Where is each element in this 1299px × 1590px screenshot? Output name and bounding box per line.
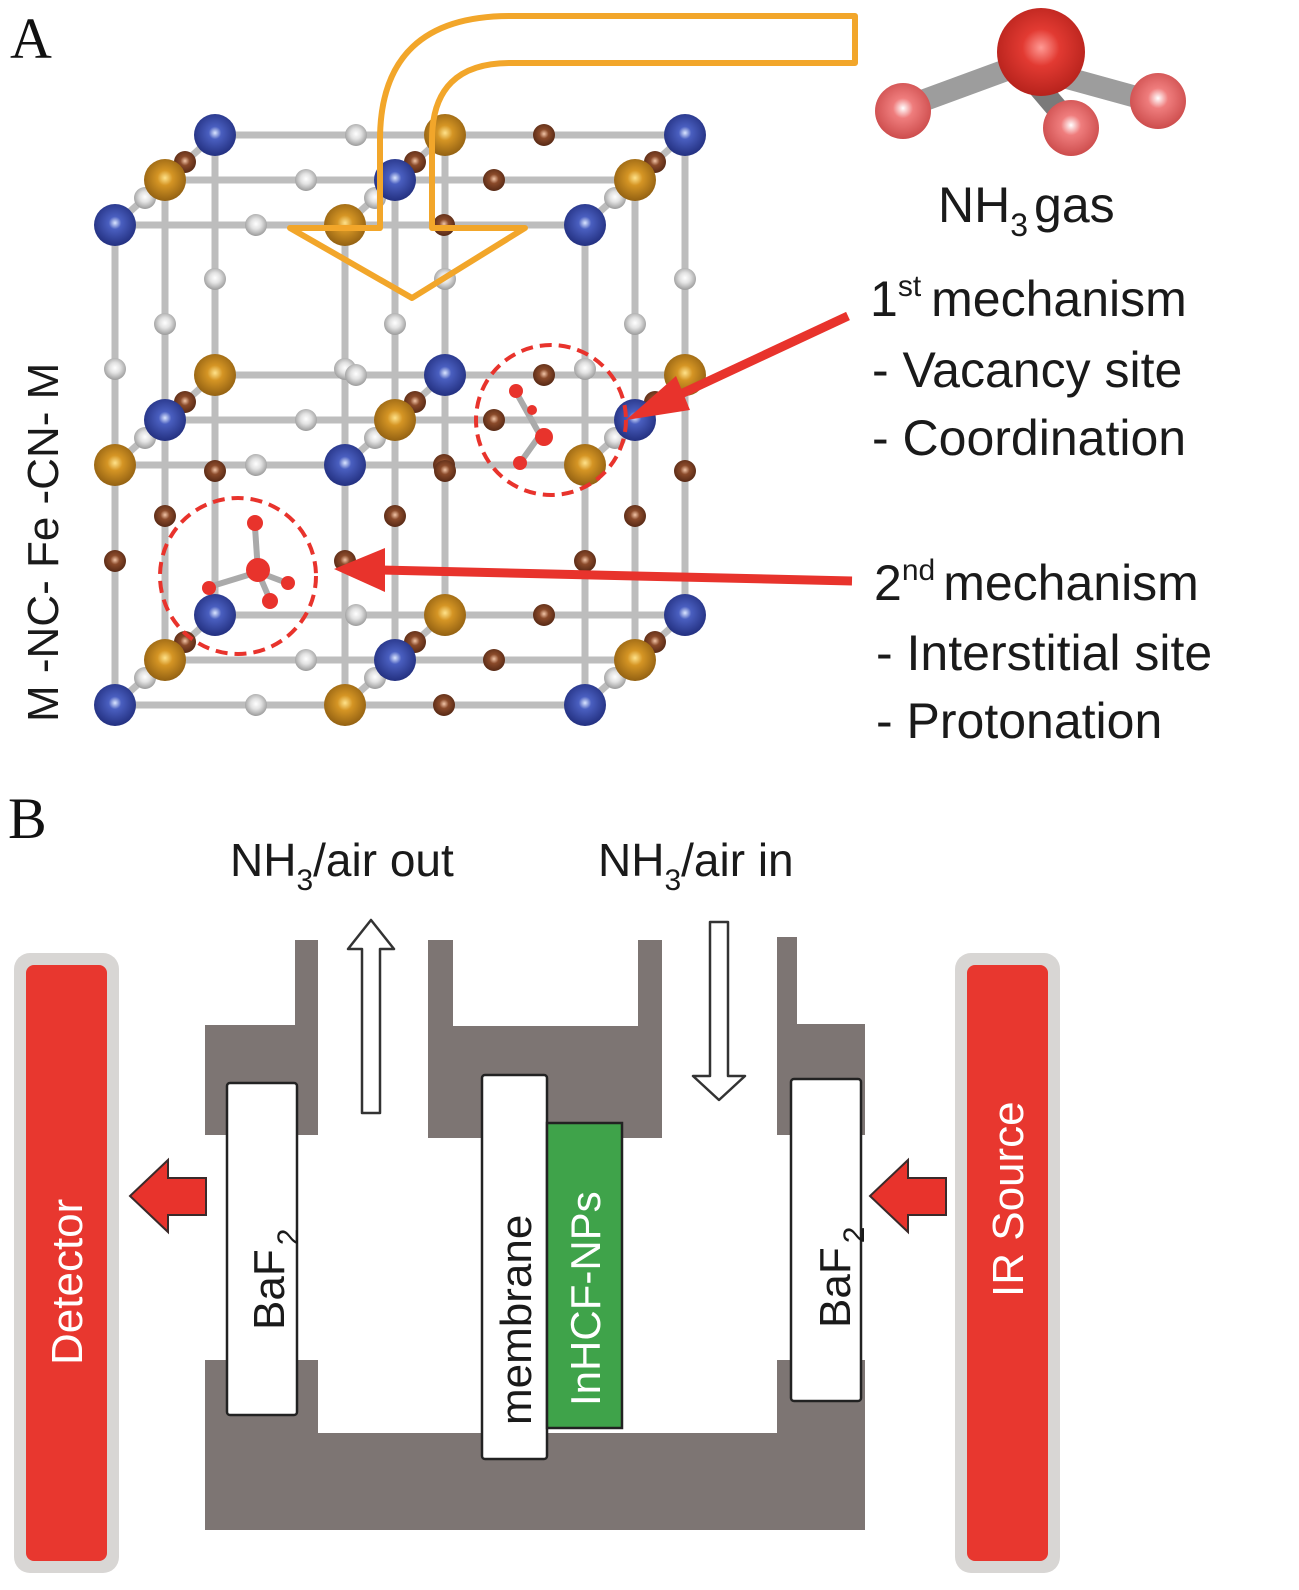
iron-atom bbox=[144, 639, 186, 681]
iron-atom bbox=[614, 639, 656, 681]
metal-m-atom bbox=[664, 594, 706, 636]
iron-atom bbox=[374, 399, 416, 441]
second-mechanism-line-2: - Protonation bbox=[876, 693, 1162, 749]
gas-flow-arrow bbox=[287, 13, 858, 301]
metal-m-atom bbox=[194, 114, 236, 156]
iron-atom bbox=[564, 444, 606, 486]
nanoparticle-label: InHCF-NPs bbox=[562, 1191, 609, 1406]
first-mechanism-line-2: - Coordination bbox=[872, 410, 1186, 466]
metal-m-atom bbox=[94, 684, 136, 726]
metal-m-atom bbox=[564, 684, 606, 726]
detector-block bbox=[26, 965, 107, 1561]
carbon-atom bbox=[204, 268, 226, 290]
nitrogen-atom bbox=[533, 364, 555, 386]
outlet-flow-arrow bbox=[346, 918, 396, 1115]
nitrogen-atom bbox=[533, 604, 555, 626]
carbon-atom bbox=[295, 409, 317, 431]
metal-m-atom bbox=[374, 159, 416, 201]
outlet-label: NH3/air out bbox=[230, 834, 454, 897]
carbon-atom bbox=[295, 649, 317, 671]
metal-m-atom bbox=[664, 114, 706, 156]
inhcf-nanoparticle-layer bbox=[545, 1121, 624, 1430]
first-mechanism-pointer-arrow bbox=[626, 311, 850, 420]
second-mechanism-pointer-arrow bbox=[334, 548, 853, 592]
nitrogen-atom bbox=[574, 550, 596, 572]
nitrogen-atom bbox=[384, 505, 406, 527]
iron-atom bbox=[324, 684, 366, 726]
metal-m-atom bbox=[324, 444, 366, 486]
carbon-atom bbox=[345, 364, 367, 386]
metal-m-atom bbox=[194, 594, 236, 636]
nitrogen-atom bbox=[533, 124, 555, 146]
iron-atom bbox=[424, 594, 466, 636]
carbon-atom bbox=[104, 358, 126, 380]
carbon-atom bbox=[345, 124, 367, 146]
ammonia-molecule-icon bbox=[875, 8, 1186, 156]
carbon-atom bbox=[574, 358, 596, 380]
iron-atom bbox=[94, 444, 136, 486]
left-baf2-label: BaF2 bbox=[245, 1229, 305, 1330]
membrane-label: membrane bbox=[492, 1215, 541, 1425]
detector-label: Detector bbox=[43, 1199, 92, 1365]
carbon-atom bbox=[674, 268, 696, 290]
iron-atom bbox=[144, 159, 186, 201]
carbon-atom bbox=[245, 214, 267, 236]
right-baf2-label: BaF2 bbox=[811, 1227, 871, 1328]
iron-atom bbox=[614, 159, 656, 201]
carbon-atom bbox=[245, 454, 267, 476]
carbon-atom bbox=[384, 313, 406, 335]
nitrogen-atom bbox=[154, 505, 176, 527]
beam-arrow-from-source bbox=[868, 1157, 947, 1235]
prussian-blue-lattice bbox=[94, 114, 706, 726]
nitrogen-atom bbox=[674, 460, 696, 482]
metal-m-atom bbox=[424, 354, 466, 396]
nitrogen-atom bbox=[624, 505, 646, 527]
ir-source-label: IR Source bbox=[984, 1101, 1033, 1297]
carbon-atom bbox=[345, 604, 367, 626]
nitrogen-atom bbox=[433, 694, 455, 716]
metal-m-atom bbox=[94, 204, 136, 246]
inlet-label: NH3/air in bbox=[598, 834, 794, 897]
ir-source-block bbox=[967, 965, 1048, 1561]
right-baf2-window bbox=[789, 1077, 863, 1403]
nitrogen-atom bbox=[483, 409, 505, 431]
second-mechanism-line-1: - Interstitial site bbox=[876, 625, 1212, 681]
carbon-atom bbox=[624, 313, 646, 335]
beam-arrow-to-detector bbox=[128, 1157, 207, 1235]
nitrogen-atom bbox=[483, 169, 505, 191]
panel-b-letter: B bbox=[8, 786, 47, 851]
metal-m-atom bbox=[144, 399, 186, 441]
carbon-atom bbox=[154, 313, 176, 335]
panel-a-letter: A bbox=[10, 6, 52, 71]
nitrogen-atom bbox=[104, 550, 126, 572]
carbon-atom bbox=[295, 169, 317, 191]
nitrogen-atom bbox=[204, 460, 226, 482]
nitrogen-atom bbox=[434, 460, 456, 482]
metal-m-atom bbox=[374, 639, 416, 681]
chain-formula-label: M -NC- Fe -CN- M bbox=[19, 363, 68, 722]
left-baf2-window bbox=[225, 1081, 299, 1417]
interstitial-site-adsorbed-ammonia bbox=[158, 496, 318, 656]
metal-m-atom bbox=[564, 204, 606, 246]
first-mechanism-line-1: - Vacancy site bbox=[872, 342, 1182, 398]
nitrogen-atom bbox=[483, 649, 505, 671]
iron-atom bbox=[194, 354, 236, 396]
carbon-atom bbox=[245, 694, 267, 716]
inlet-flow-arrow bbox=[691, 920, 747, 1102]
